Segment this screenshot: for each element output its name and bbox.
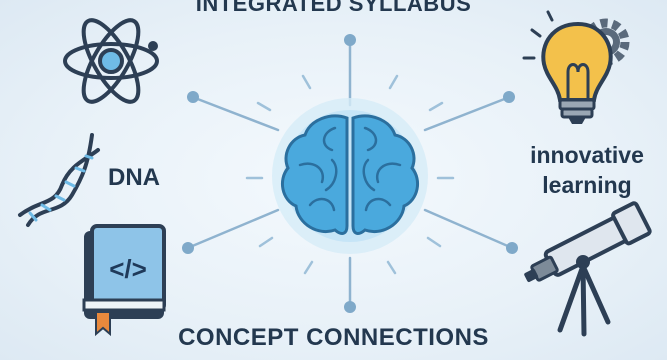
connector-right-lower (423, 208, 512, 249)
connector-left-upper (193, 96, 280, 132)
innovative-label-line1: innovative (530, 142, 644, 168)
connector-lines (188, 40, 512, 307)
radiating-ticks (245, 74, 455, 275)
diagram-title: INTEGRATED SYLLABUS (195, 0, 472, 16)
connector-right-upper (423, 96, 509, 132)
node-right-lower (506, 242, 518, 254)
node-left-lower (182, 242, 194, 254)
lightbulb-gear-icon (522, 10, 630, 124)
diagram-subtitle: CONCEPT CONNECTIONS (178, 324, 489, 351)
node-top (344, 34, 356, 46)
innovative-learning-label: innovative learning (512, 140, 662, 200)
brain-icon (272, 98, 428, 254)
innovative-label-line2: learning (542, 172, 632, 198)
node-left-upper (187, 91, 199, 103)
connector-nodes (182, 34, 518, 313)
node-right-upper (503, 91, 515, 103)
atom-icon (63, 18, 159, 104)
code-symbol: </> (109, 254, 147, 284)
dna-icon (18, 133, 100, 227)
telescope-icon (524, 201, 652, 337)
node-bottom (344, 301, 356, 313)
code-book-icon: </> (82, 224, 166, 337)
connector-left-lower (188, 208, 280, 249)
dna-label: DNA (108, 164, 160, 191)
